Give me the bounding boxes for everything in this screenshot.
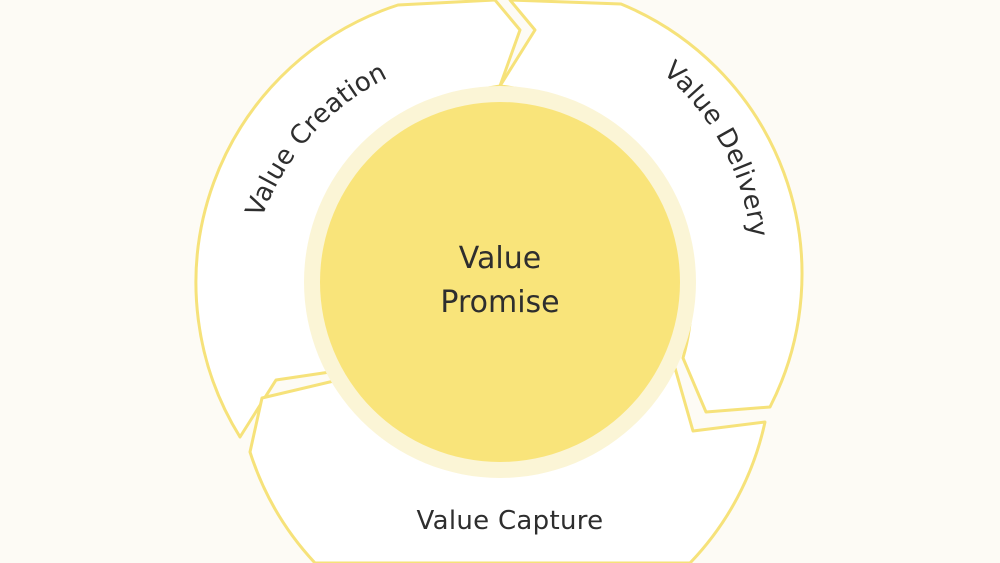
center-label-line2: Promise [440,285,559,320]
center-circle [320,102,680,462]
center-label-line1: Value [459,241,541,276]
segment-label-capture: Value Capture [417,506,604,536]
